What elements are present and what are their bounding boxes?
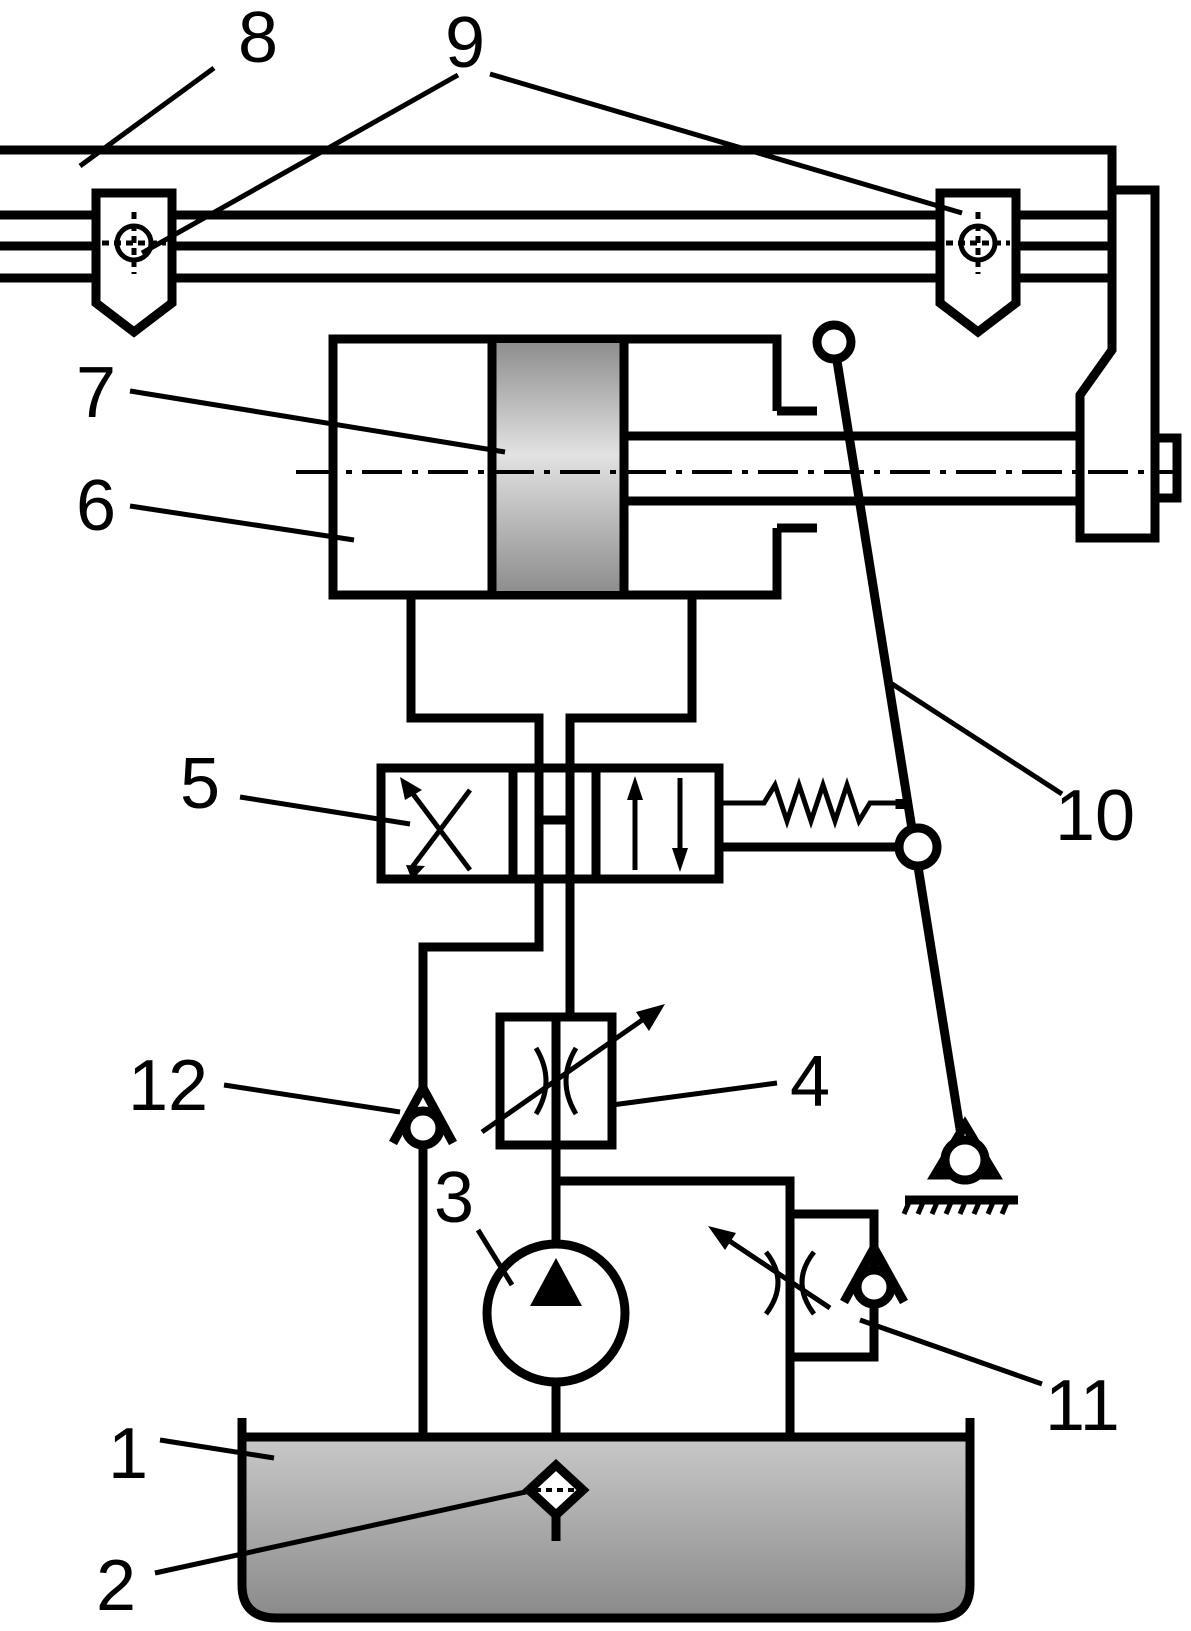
- label-filter: 2: [96, 1546, 136, 1626]
- ground-hatch: [901, 1199, 1011, 1215]
- label-table: 8: [238, 0, 278, 78]
- throttle-valve: [480, 1004, 665, 1150]
- label-directional-valve: 5: [180, 744, 220, 824]
- return-line: [418, 879, 544, 1090]
- label-throttle-check-valve: 11: [1045, 1366, 1120, 1446]
- check-valve: [389, 1078, 457, 1150]
- label-piston: 7: [76, 353, 116, 433]
- cylinder: [328, 334, 817, 600]
- label-tank: 1: [108, 1414, 148, 1494]
- label-check-valve: 12: [128, 1046, 208, 1126]
- stop-left: [91, 188, 177, 338]
- stop-right: [935, 188, 1021, 338]
- label-stops: 9: [445, 3, 485, 83]
- leader-lines: [78, 65, 1064, 1576]
- label-cylinder: 6: [76, 466, 116, 546]
- tank: [237, 1418, 975, 1623]
- label-pump: 3: [434, 1158, 474, 1238]
- rod-bracket: [1075, 185, 1160, 543]
- branch-line: [556, 1176, 795, 1214]
- rod-end-cap: [1150, 433, 1182, 503]
- throttle-check-valve: [708, 1209, 908, 1362]
- label-throttle-valve: 4: [790, 1042, 830, 1122]
- filter: [522, 1458, 590, 1541]
- lever: [812, 320, 1018, 1215]
- cylinder-pipes: [406, 595, 697, 768]
- valve-spring: [719, 777, 900, 829]
- piston: [492, 343, 624, 591]
- pump: [482, 1239, 630, 1470]
- directional-valve: [376, 763, 724, 884]
- label-lever: 10: [1055, 776, 1135, 856]
